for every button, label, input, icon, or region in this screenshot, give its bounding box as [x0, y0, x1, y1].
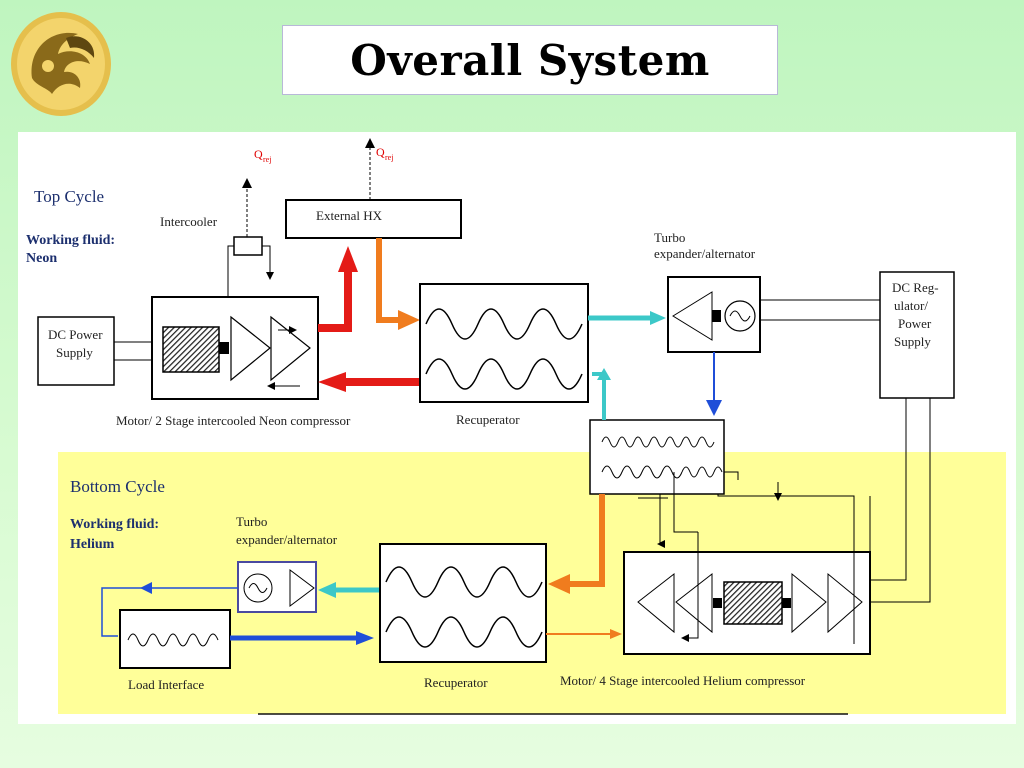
helium-stage4-triangle [827, 572, 863, 634]
top-recuperator-box [419, 283, 589, 403]
load-interface-box [119, 609, 231, 669]
intermediate-hx-box [589, 419, 725, 495]
q-rej-left: Q rej [254, 147, 271, 164]
dc-regulator-line4: Supply [894, 334, 931, 349]
external-hx-box [285, 199, 462, 239]
load-interface-caption: Load Interface [128, 677, 204, 692]
helium-stage3-triangle [791, 572, 827, 634]
dc-power-supply-line1: DC Power [48, 327, 103, 342]
top-recuperator-caption: Recuperator [456, 412, 520, 427]
warm-flow-arrow [376, 238, 400, 323]
bottom-turbine-triangle [289, 569, 315, 607]
bottom-working-fluid-label: Working fluid: [70, 517, 159, 532]
bottom-cycle-heading: Bottom Cycle [70, 477, 165, 496]
dc-power-supply-box [37, 316, 115, 386]
helium-stage1-triangle [637, 572, 675, 634]
dc-regulator-line2: ulator/ [894, 298, 928, 313]
bottom-warm-flow [566, 494, 605, 587]
top-turbo-label-line1: Turbo [654, 230, 685, 245]
q-rej-right: Q rej [376, 145, 393, 162]
title-box: Overall System [282, 25, 778, 95]
svg-text:Q: Q [254, 147, 263, 161]
bottom-turbo-label-line1: Turbo [236, 514, 267, 529]
svg-text:rej: rej [385, 153, 393, 162]
bottom-recuperator-box [379, 543, 547, 663]
university-logo-icon [11, 12, 111, 116]
helium-motor-hatch [723, 581, 783, 625]
top-cycle-heading: Top Cycle [34, 187, 104, 206]
diagram-panel: Top Cycle Working fluid: Neon Q rej Q re… [18, 132, 1016, 724]
intercooler-label: Intercooler [160, 214, 218, 229]
svg-text:rej: rej [263, 155, 271, 164]
dc-regulator-box [879, 271, 955, 399]
external-hx-label: External HX [316, 208, 383, 223]
neon-motor-hatch [162, 326, 220, 373]
bottom-working-fluid: Helium [70, 537, 115, 552]
intercooler-box [233, 236, 263, 256]
dc-regulator-line1: DC Reg- [892, 280, 939, 295]
hot-flow-arrow [318, 270, 352, 332]
bottom-turbo-label-line2: expander/alternator [236, 532, 338, 547]
dc-power-supply-line2: Supply [56, 345, 93, 360]
slide-title: Overall System [350, 35, 710, 85]
dc-regulator-line3: Power [898, 316, 932, 331]
svg-text:Q: Q [376, 145, 385, 159]
top-working-fluid-label: Working fluid: [26, 233, 115, 248]
neon-compressor-caption: Motor/ 2 Stage intercooled Neon compress… [116, 413, 351, 428]
hx-return-flow [592, 372, 606, 420]
bottom-recuperator-caption: Recuperator [424, 675, 488, 690]
helium-compressor-caption: Motor/ 4 Stage intercooled Helium compre… [560, 673, 806, 688]
top-working-fluid: Neon [26, 251, 57, 266]
system-diagram: Top Cycle Working fluid: Neon Q rej Q re… [26, 138, 1006, 715]
helium-stage2-triangle [675, 572, 713, 634]
neon-stage1-triangle [230, 315, 271, 382]
top-turbo-label-line2: expander/alternator [654, 246, 756, 261]
